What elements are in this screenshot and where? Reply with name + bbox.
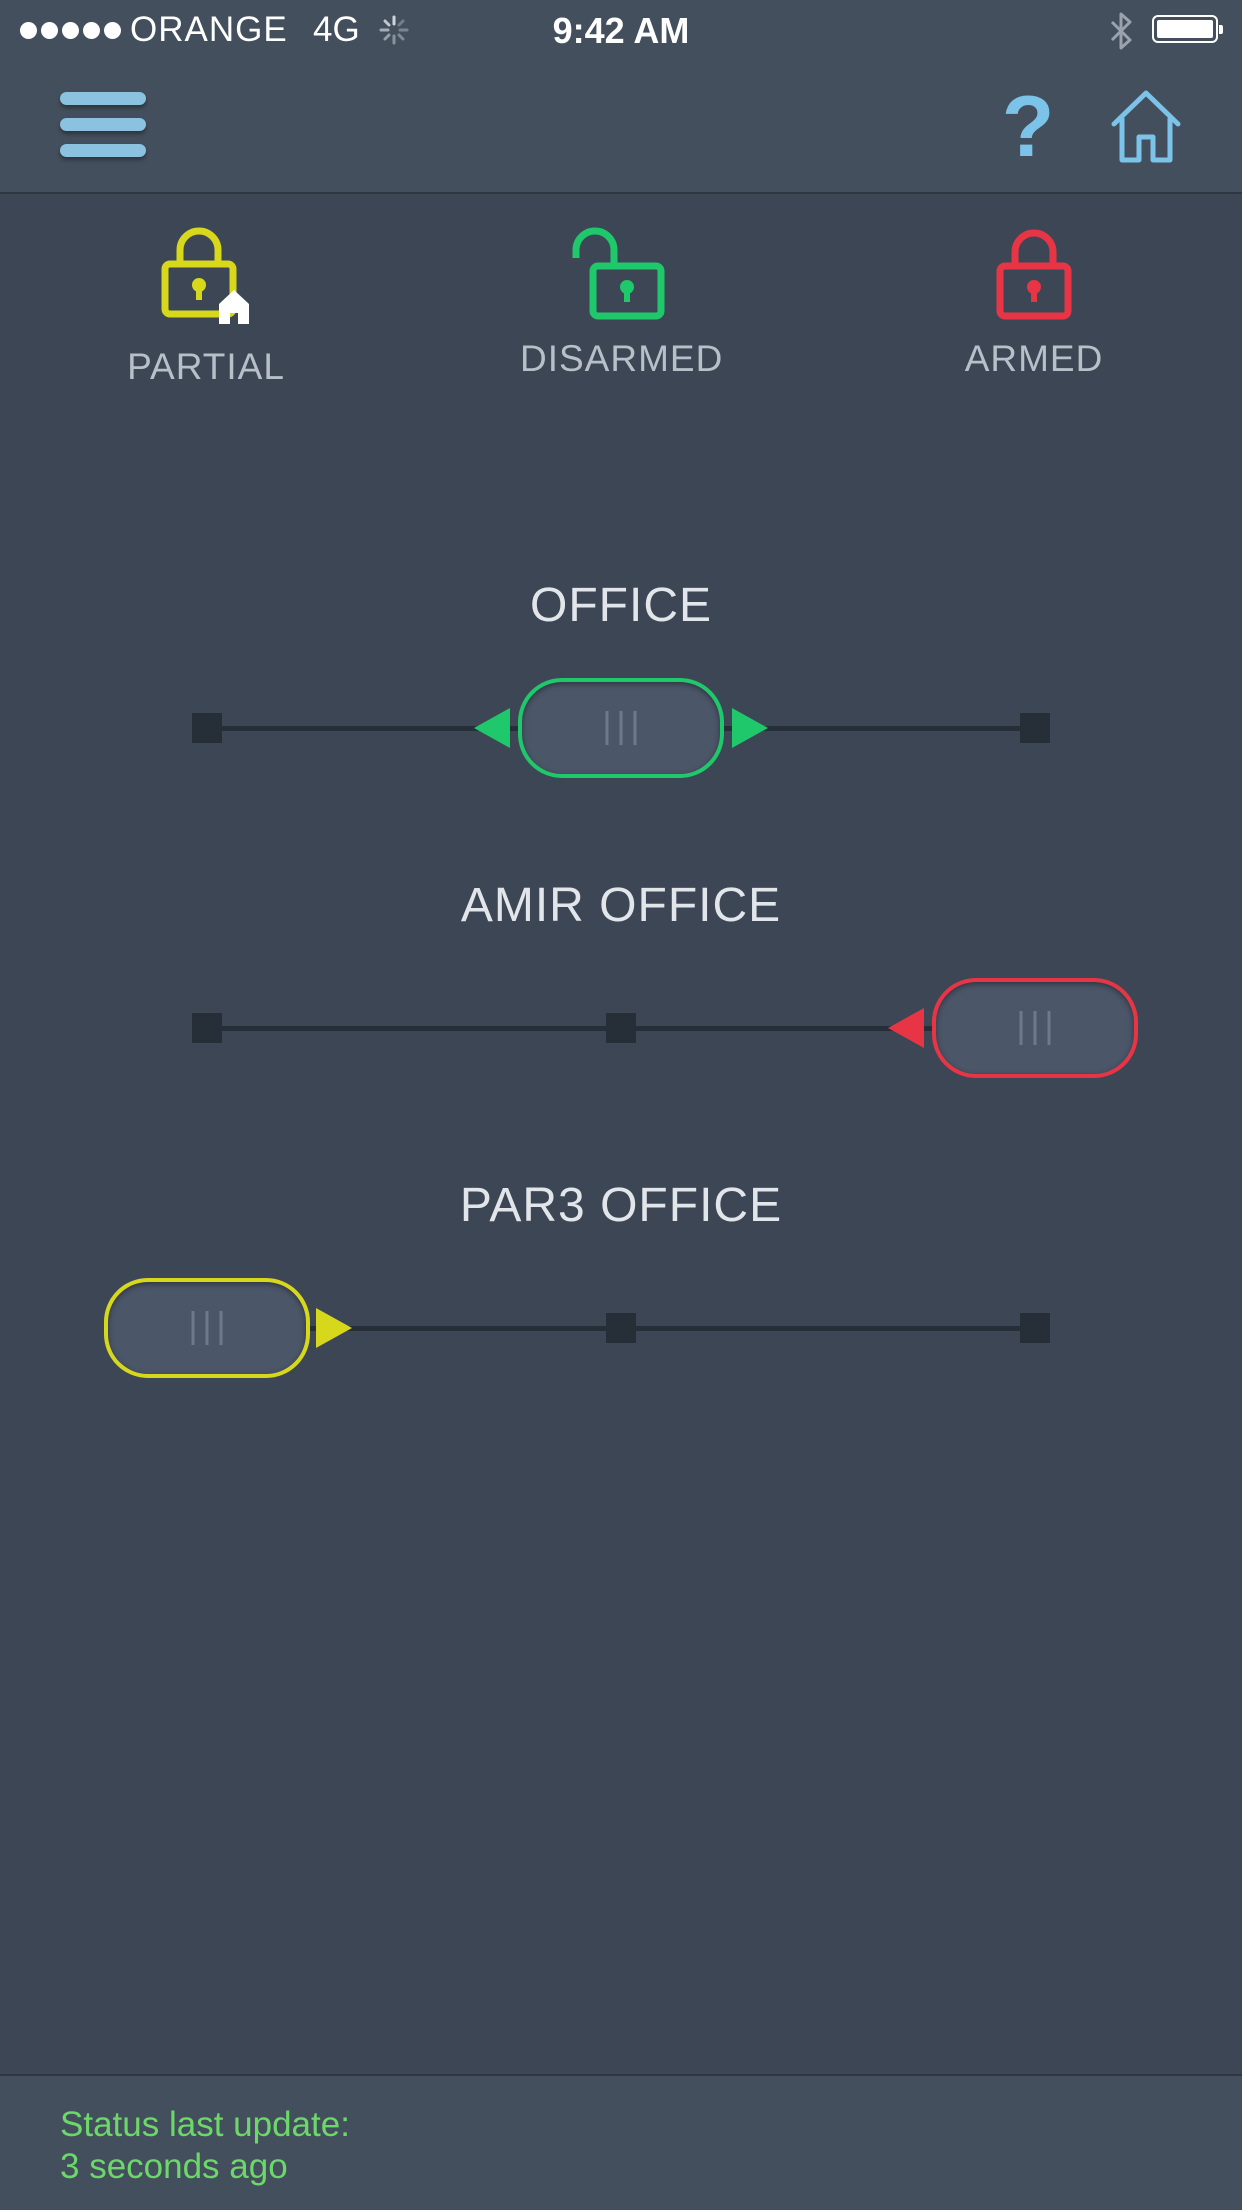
arrow-right-icon [732, 708, 768, 748]
battery-icon [1152, 15, 1223, 43]
carrier-name: ORANGE [130, 10, 288, 49]
network-type: 4G [313, 10, 360, 49]
mode-label: DISARMED [520, 338, 724, 379]
slider-stop-partial[interactable] [192, 713, 222, 743]
grip-icon [605, 711, 637, 745]
lock-home-icon [161, 227, 249, 324]
partition-slider-par3-office[interactable] [0, 1268, 1242, 1388]
home-icon[interactable] [1108, 88, 1184, 164]
bluetooth-icon [1110, 12, 1132, 50]
slider-stop-partial[interactable] [192, 1013, 222, 1043]
mode-armed-button[interactable]: ARMED [934, 222, 1134, 380]
arrow-right-icon [316, 1308, 352, 1348]
status-last-update: Status last update: 3 seconds ago [60, 2104, 350, 2188]
signal-strength-icon [20, 22, 121, 39]
slider-handle[interactable] [932, 978, 1138, 1078]
arrow-left-icon [474, 708, 510, 748]
clock: 9:42 AM [552, 10, 690, 51]
slider-stop-armed[interactable] [1020, 1313, 1050, 1343]
slider-stop-armed[interactable] [1020, 713, 1050, 743]
status-line-1: Status last update: [60, 2105, 350, 2144]
activity-spinner-icon [379, 15, 409, 45]
mode-label: PARTIAL [127, 346, 285, 387]
slider-stop-disarmed[interactable] [606, 1013, 636, 1043]
lock-icon [996, 229, 1072, 320]
partition-title: AMIR OFFICE [460, 879, 782, 932]
partition-slider-office[interactable] [0, 668, 1242, 788]
footer: Status last update: 3 seconds ago [0, 2074, 1242, 2210]
mode-disarmed-button[interactable]: DISARMED [520, 222, 724, 380]
partition-title: PAR3 OFFICE [459, 1179, 783, 1232]
help-button[interactable]: ? [1001, 79, 1055, 175]
mode-label: ARMED [964, 338, 1104, 379]
grip-icon [1019, 1011, 1051, 1045]
menu-button[interactable] [60, 92, 146, 160]
mode-partial-button[interactable]: PARTIAL [106, 220, 306, 388]
slider-handle[interactable] [104, 1278, 310, 1378]
grip-icon [191, 1311, 223, 1345]
status-line-2: 3 seconds ago [60, 2147, 288, 2186]
partition-title: OFFICE [530, 579, 712, 632]
top-bar: ORANGE 4G 9:42 AM ? [0, 0, 1242, 194]
slider-stop-disarmed[interactable] [606, 1313, 636, 1343]
unlocked-icon [572, 227, 665, 320]
status-bar: ORANGE 4G 9:42 AM [0, 0, 1242, 60]
arrow-left-icon [888, 1008, 924, 1048]
partition-slider-amir-office[interactable] [0, 968, 1242, 1088]
slider-handle[interactable] [518, 678, 724, 778]
